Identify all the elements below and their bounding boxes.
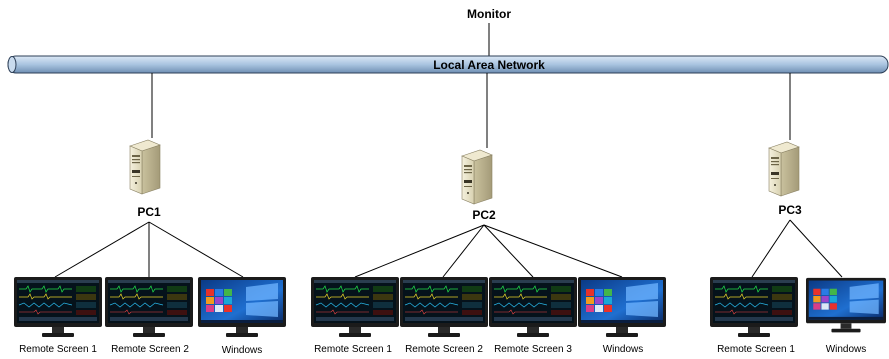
pc1-screen-3: Windows [198,277,286,356]
pc1-screen-2-label: Remote Screen 2 [111,344,189,355]
pc2-screen-3: Remote Screen 3 [489,277,577,355]
pc3-screen-2-label: Windows [826,344,867,355]
pc1-screen-1-label: Remote Screen 1 [19,344,97,355]
pc2-screen-2-label: Remote Screen 2 [405,344,483,355]
pc3-server-icon [768,141,800,197]
pc2-server-icon [461,149,493,205]
pc2-screen-4-label: Windows [603,344,644,355]
pc2-label: PC2 [472,208,496,222]
pc2-screen-1-label: Remote Screen 1 [314,344,392,355]
pc2-screen-3-label: Remote Screen 3 [494,344,572,355]
pc2-screen-1: Remote Screen 1 [311,277,399,355]
lan-bus: Local Area Network [7,55,889,74]
pc3-screen-2: Windows [806,277,886,355]
pc1-screen-1: Remote Screen 1 [14,277,102,355]
pc2-screen-4: Windows [578,277,666,355]
lan-label: Local Area Network [433,58,545,72]
pc3-screen-1-label: Remote Screen 1 [717,344,795,355]
pc3-label: PC3 [778,203,802,217]
monitor-label: Monitor [467,7,511,21]
pc2-screen-2: Remote Screen 2 [400,277,488,355]
pc1-label: PC1 [137,205,161,219]
pc1-screen-2: Remote Screen 2 [105,277,193,355]
pc3-screen-1: Remote Screen 1 [710,277,798,355]
pc1-screen-3-label: Windows [222,345,263,356]
pc1-server-icon [129,139,161,195]
